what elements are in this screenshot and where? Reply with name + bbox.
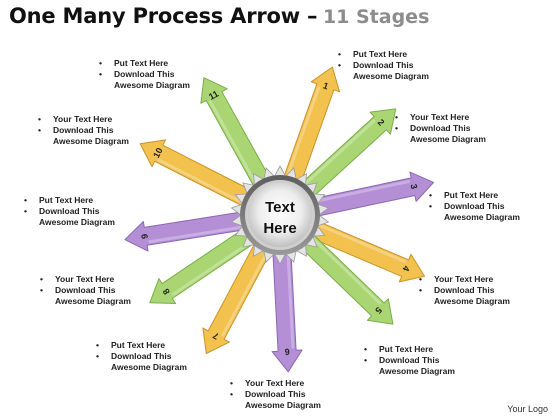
note-line: Awesome Diagram xyxy=(410,134,486,144)
arrow-highlight xyxy=(286,251,295,349)
arrow-highlight xyxy=(309,235,382,305)
note-line: Download This xyxy=(38,285,131,296)
note-title: Put Text Here xyxy=(427,190,520,201)
note-line: Download This xyxy=(427,201,520,212)
note-title: Put Text Here xyxy=(97,58,190,69)
note-stage-2: Your Text Here Download This Awesome Dia… xyxy=(393,112,486,145)
arrow-highlight xyxy=(171,239,254,297)
note-line: Awesome Diagram xyxy=(111,362,187,372)
note-stage-1: Put Text Here Download This Awesome Diag… xyxy=(336,49,429,82)
note-stage-7: Put Text Here Download This Awesome Diag… xyxy=(94,340,187,373)
note-title: Put Text Here xyxy=(362,344,455,355)
stage-number-label: 9 xyxy=(139,233,150,240)
stage-arrow-11: 11 xyxy=(200,77,273,191)
note-line: Awesome Diagram xyxy=(444,212,520,222)
arrows-layer: 1 2 3 4 5 6 7 8 9 10 11 xyxy=(124,66,435,373)
stage-number-label: 3 xyxy=(409,183,420,190)
stage-arrow-8: 8 xyxy=(149,225,259,304)
arrow-highlight xyxy=(314,179,411,203)
stage-arrow-10: 10 xyxy=(139,139,256,209)
note-title: Your Text Here xyxy=(38,274,131,285)
note-line: Download This xyxy=(336,60,429,71)
stage-number-label: 4 xyxy=(401,264,412,273)
note-title: Put Text Here xyxy=(22,195,115,206)
arrow-highlight xyxy=(315,222,407,264)
page-title: One Many Process Arrow – 11 Stages xyxy=(9,4,429,28)
note-line: Download This xyxy=(393,123,486,134)
center-text-line1: Text xyxy=(265,199,295,216)
note-line: Awesome Diagram xyxy=(53,136,129,146)
arrow-body xyxy=(271,247,303,373)
arrow-highlight xyxy=(221,249,270,337)
arrow-body xyxy=(139,139,256,209)
stage-arrow-1: 1 xyxy=(282,66,340,188)
stage-arrow-6: 6 xyxy=(271,247,303,373)
note-stage-10: Your Text Here Download This Awesome Dia… xyxy=(36,114,129,147)
note-line: Download This xyxy=(362,355,455,366)
stage-arrow-2: 2 xyxy=(297,108,397,200)
arrow-body xyxy=(282,66,340,188)
note-line: Awesome Diagram xyxy=(55,296,131,306)
arrow-body xyxy=(306,219,425,283)
footer-logo-text: Your Logo xyxy=(507,404,548,414)
arrow-highlight xyxy=(285,86,321,179)
note-stage-9: Put Text Here Download This Awesome Diag… xyxy=(22,195,115,228)
note-title: Put Text Here xyxy=(94,340,187,351)
note-stage-8: Your Text Here Download This Awesome Dia… xyxy=(38,274,131,307)
stage-number-label: 6 xyxy=(284,347,290,357)
note-title: Put Text Here xyxy=(336,49,429,60)
arrow-body xyxy=(309,171,435,218)
note-title: Your Text Here xyxy=(417,274,510,285)
stage-number-label: 10 xyxy=(151,146,164,159)
stage-arrow-4: 4 xyxy=(306,219,425,283)
title-stages: 11 Stages xyxy=(322,6,430,28)
arrow-highlight xyxy=(157,158,245,205)
stage-arrow-5: 5 xyxy=(297,230,394,325)
note-line: Download This xyxy=(228,389,321,400)
note-line: Download This xyxy=(22,206,115,217)
note-title: Your Text Here xyxy=(228,378,321,389)
stage-number-label: 11 xyxy=(207,89,220,102)
note-line: Download This xyxy=(94,351,187,362)
arrow-body xyxy=(202,239,273,355)
note-line: Download This xyxy=(417,285,510,296)
stage-number-label: 1 xyxy=(322,80,330,91)
note-title: Your Text Here xyxy=(393,112,486,123)
arrow-highlight xyxy=(302,118,376,187)
note-line: Awesome Diagram xyxy=(434,296,510,306)
stage-number-label: 8 xyxy=(161,287,172,297)
note-line: Awesome Diagram xyxy=(245,400,321,410)
note-stage-11: Put Text Here Download This Awesome Diag… xyxy=(97,58,190,91)
note-stage-5: Put Text Here Download This Awesome Diag… xyxy=(362,344,455,377)
arrow-highlight xyxy=(208,100,259,187)
note-line: Awesome Diagram xyxy=(114,80,190,90)
center-hub: Text Here xyxy=(230,165,330,265)
stage-number-label: 7 xyxy=(211,330,220,341)
note-stage-4: Your Text Here Download This Awesome Dia… xyxy=(417,274,510,307)
arrow-body xyxy=(124,210,250,252)
note-line: Download This xyxy=(97,69,190,80)
title-main: One Many Process Arrow – xyxy=(9,4,318,28)
note-title: Your Text Here xyxy=(36,114,129,125)
note-line: Awesome Diagram xyxy=(379,366,455,376)
stage-number-label: 2 xyxy=(376,117,387,127)
stage-arrow-7: 7 xyxy=(202,239,273,355)
stage-arrow-9: 9 xyxy=(124,210,250,252)
note-stage-3: Put Text Here Download This Awesome Diag… xyxy=(427,190,520,223)
note-line: Download This xyxy=(36,125,129,136)
hub-face xyxy=(248,183,312,247)
note-line: Awesome Diagram xyxy=(353,71,429,81)
center-text-line2: Here xyxy=(263,220,296,237)
stage-number-label: 5 xyxy=(373,305,384,316)
note-line: Awesome Diagram xyxy=(39,217,115,227)
note-stage-6: Your Text Here Download This Awesome Dia… xyxy=(228,378,321,411)
stage-arrow-3: 3 xyxy=(309,171,435,218)
arrow-body xyxy=(200,77,273,191)
arrow-highlight xyxy=(148,225,245,244)
arrow-body xyxy=(149,225,259,304)
arrow-body xyxy=(297,230,394,325)
